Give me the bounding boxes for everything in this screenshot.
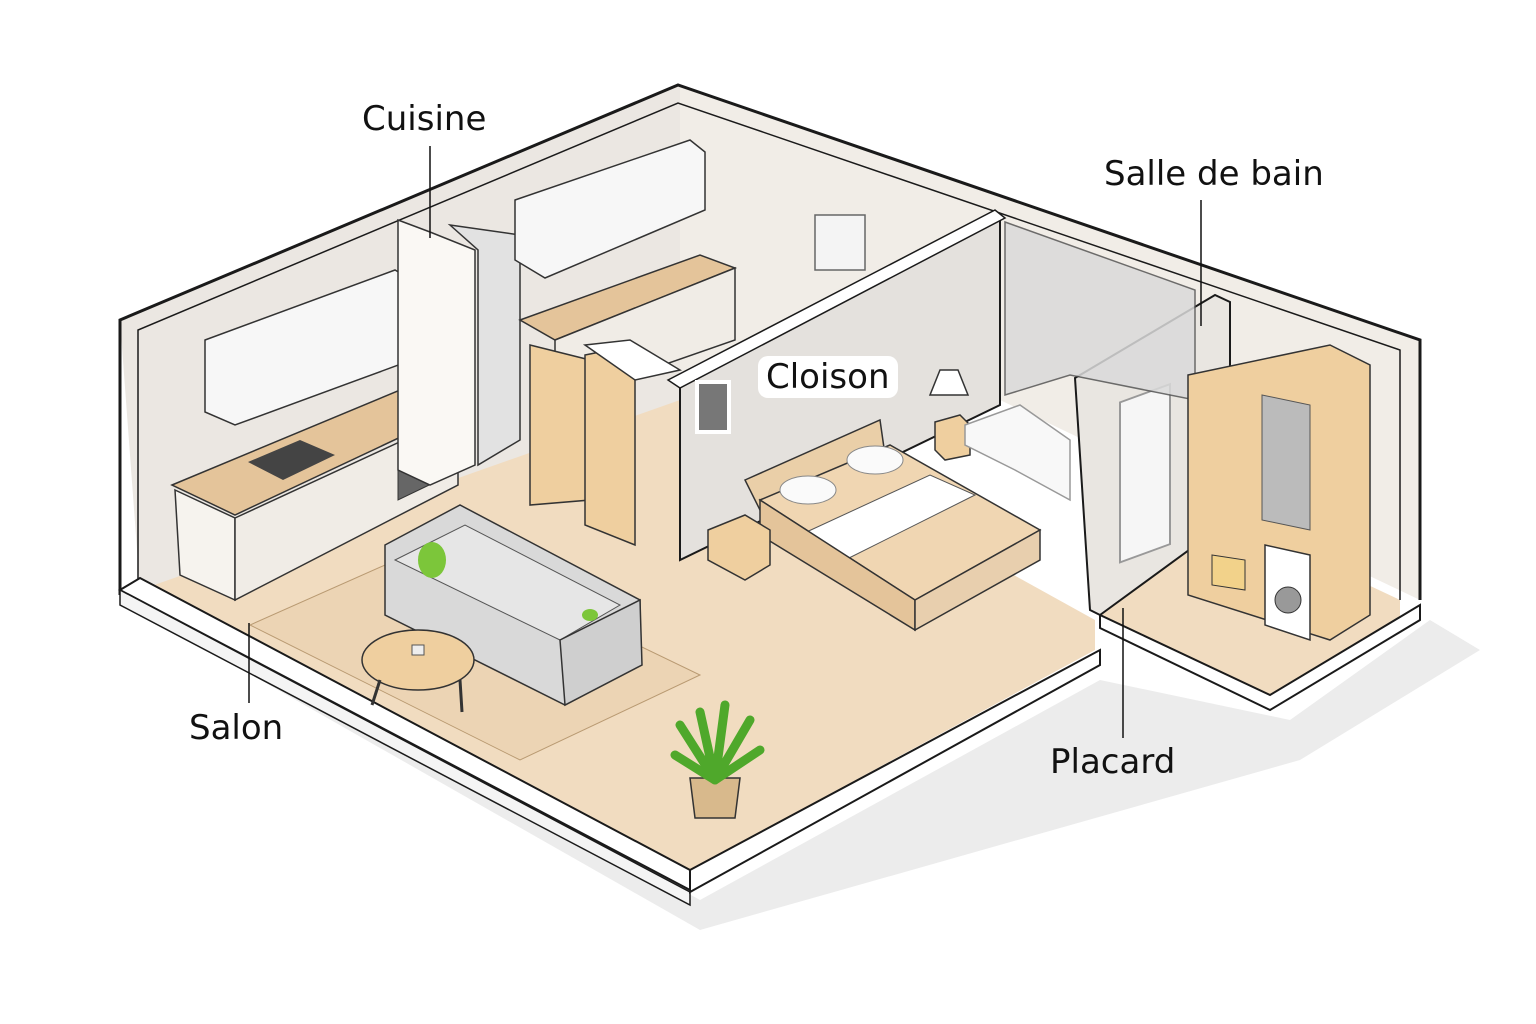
sofa (384, 504, 643, 707)
nightstand-right (934, 414, 971, 461)
wardrobe-side (582, 339, 682, 381)
kitchen-upper-cabinets-back (514, 139, 706, 279)
kitchen-column (397, 218, 476, 486)
label-salle-de-bain: Salle de bain (1104, 154, 1324, 194)
partition-frame (695, 380, 731, 434)
ground-shadow (120, 590, 1480, 930)
wall-art (814, 214, 866, 271)
wall-top-left (118, 83, 1422, 600)
cushion-green (418, 542, 446, 578)
wall-front-right (689, 648, 1101, 894)
wall-front-left-face (119, 588, 691, 907)
label-cloison: Cloison (758, 356, 898, 398)
label-placard: Placard (1050, 742, 1176, 782)
lamp-shade (928, 369, 970, 396)
potted-plant (670, 700, 765, 819)
bathtub (964, 404, 1071, 502)
placard-shelving (1187, 344, 1371, 642)
wardrobe-left (529, 344, 591, 506)
wall-top-left-inner (137, 102, 1401, 600)
label-salon: Salon (189, 708, 284, 748)
placard-door-frame (1119, 382, 1171, 564)
label-cuisine: Cuisine (362, 99, 487, 139)
nightstand-left (707, 514, 771, 581)
bed (743, 418, 1042, 632)
sink-left (248, 440, 335, 480)
bathroom-glass-shelving (1004, 220, 1196, 401)
coffee-table (361, 629, 475, 713)
partition-top (666, 209, 1007, 389)
fridge (447, 223, 521, 467)
